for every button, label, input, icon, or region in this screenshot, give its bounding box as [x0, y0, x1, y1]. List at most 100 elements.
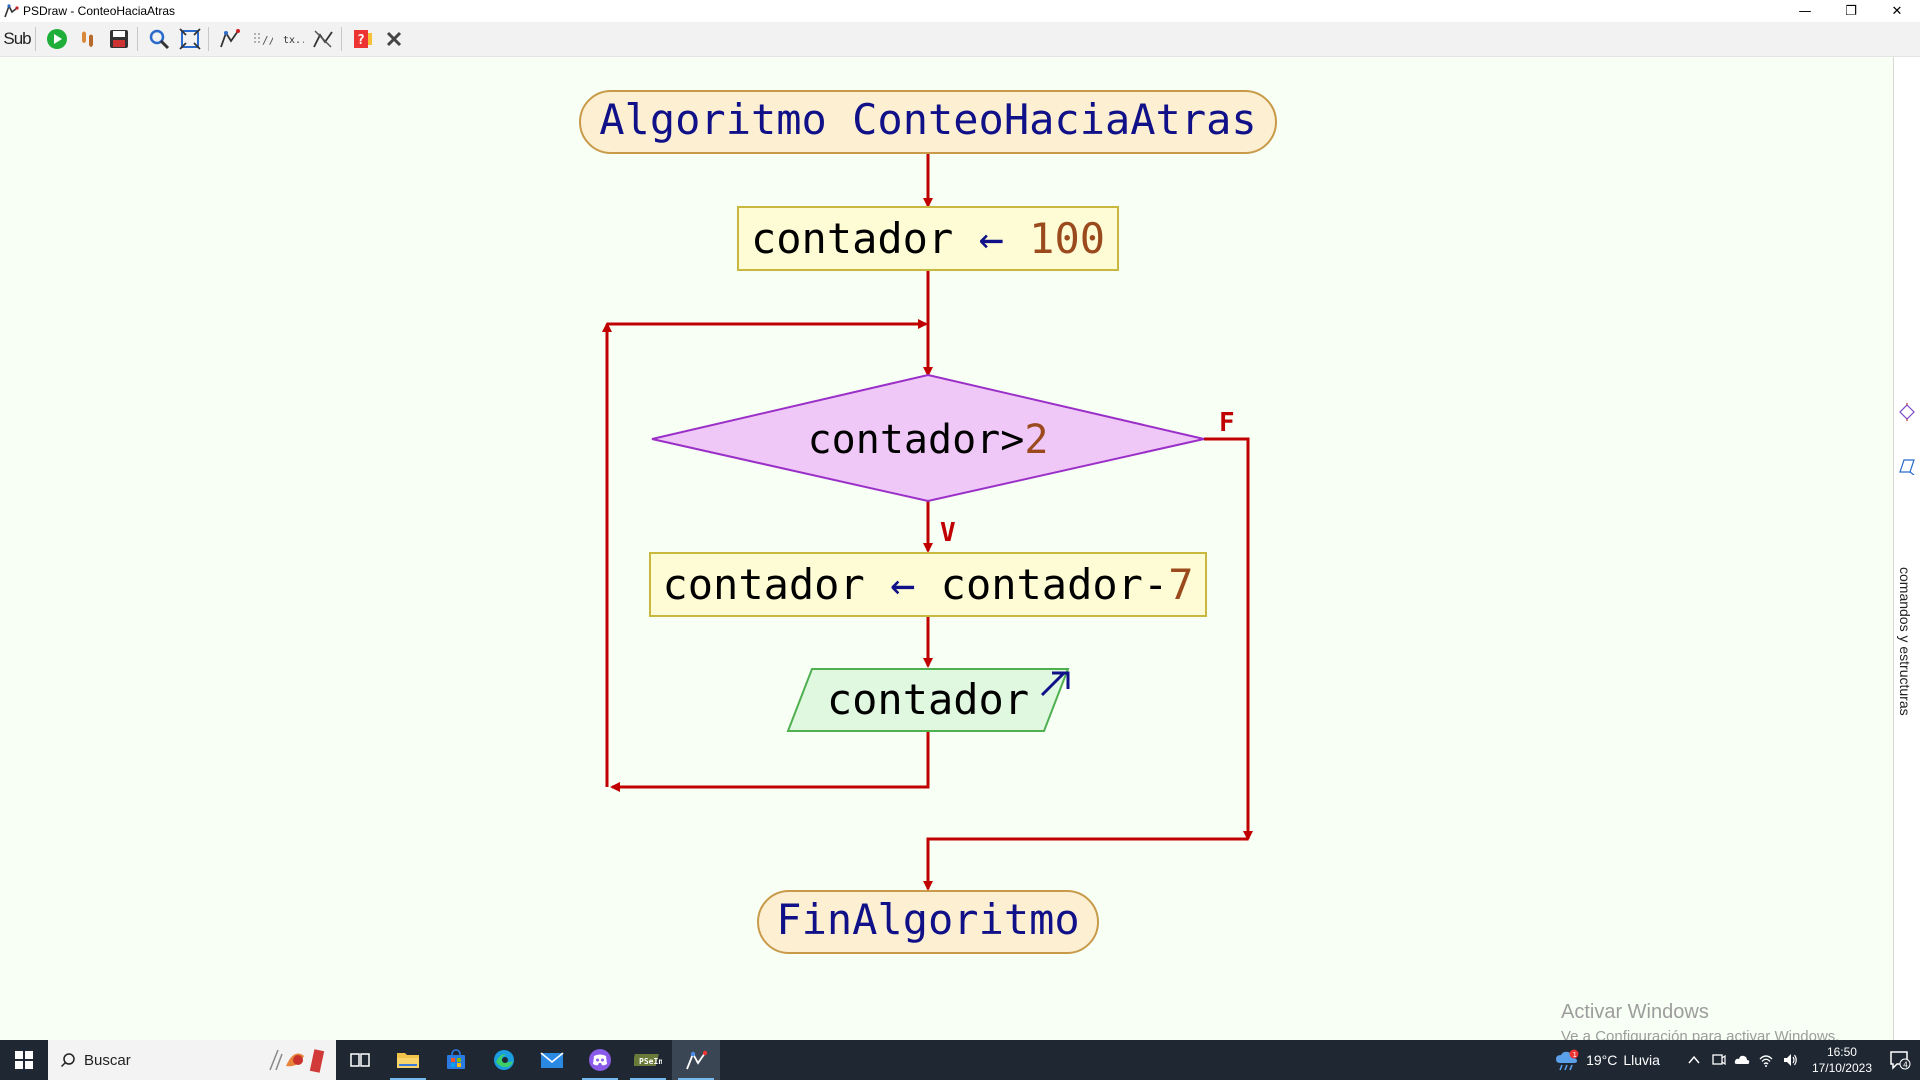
start-label: Algoritmo ConteoHaciaAtras	[599, 95, 1256, 144]
mail-button[interactable]	[528, 1040, 576, 1080]
weather-desc: Lluvia	[1623, 1052, 1660, 1068]
assign1-arrow: ←	[979, 214, 1004, 263]
search-placeholder: Buscar	[84, 1051, 131, 1069]
svg-text://: //	[262, 34, 273, 47]
taskbar: Buscar	[0, 1040, 1920, 1080]
subprocess-button[interactable]: Sub	[3, 25, 31, 53]
onedrive-cloud-icon[interactable]	[1734, 1052, 1750, 1068]
fit-icon	[179, 28, 201, 50]
loop-condition-decision[interactable]: contador>2	[651, 373, 1205, 503]
shape-style-button[interactable]	[216, 25, 244, 53]
meet-now-icon[interactable]	[1710, 1052, 1726, 1068]
decision-shape-icon	[1899, 403, 1915, 421]
step-icon	[82, 31, 93, 47]
zoom-icon	[149, 29, 170, 50]
close-window-button[interactable]: ✕	[1891, 3, 1903, 19]
discord-button[interactable]	[576, 1040, 624, 1080]
save-button[interactable]	[105, 25, 133, 53]
svg-text:contador ← 100: contador ← 100	[751, 214, 1105, 263]
title-bar: PSDraw - ConteoHaciaAtras — ❐ ✕	[0, 0, 1920, 22]
toolbar-separator	[208, 27, 209, 51]
true-branch-label: V	[940, 518, 956, 548]
end-label: FinAlgoritmo	[776, 895, 1079, 944]
help-icon: ?	[354, 30, 372, 48]
svg-text:tx...: tx...	[283, 35, 304, 46]
config-button[interactable]	[309, 25, 337, 53]
commands-panel-label: comandos y estructuras	[1897, 567, 1913, 716]
connector-false-branch	[1204, 437, 1253, 841]
window-controls: — ❐ ✕	[1782, 0, 1920, 22]
output-parallelogram[interactable]: contador	[786, 668, 1070, 732]
fit-button[interactable]	[176, 25, 204, 53]
help-button[interactable]: ?	[349, 25, 377, 53]
close-icon	[386, 31, 402, 47]
assign-initial[interactable]: contador ← 100	[737, 206, 1119, 271]
psdraw-taskbar-button[interactable]	[672, 1040, 720, 1080]
windows-logo-icon	[15, 1051, 33, 1069]
wifi-icon[interactable]	[1758, 1052, 1774, 1068]
comment-icon: //	[254, 33, 273, 47]
assign-decrement[interactable]: contador ← contador-7	[649, 552, 1207, 617]
volume-icon[interactable]	[1782, 1052, 1798, 1068]
commands-panel-tab[interactable]: comandos y estructuras	[1893, 57, 1920, 1040]
comment-button[interactable]: //	[247, 25, 275, 53]
window-title: PSDraw - ConteoHaciaAtras	[23, 4, 176, 18]
weather-widget[interactable]: 1 19°C Lluvia	[1554, 1049, 1660, 1071]
pseint-icon: PSeInt	[634, 1054, 662, 1066]
store-button[interactable]	[432, 1040, 480, 1080]
assign2-value: 7	[1168, 560, 1193, 609]
assign1-value: 100	[1029, 214, 1105, 263]
activate-windows-title: Activar Windows	[1561, 1001, 1709, 1023]
task-view-button[interactable]	[336, 1040, 384, 1080]
discord-icon	[589, 1049, 611, 1071]
taskbar-clock[interactable]: 16:50 17/10/2023	[1812, 1044, 1872, 1076]
loop-back-bottom	[610, 731, 930, 792]
edge-button[interactable]	[480, 1040, 528, 1080]
file-explorer-button[interactable]	[384, 1040, 432, 1080]
task-view-icon	[350, 1053, 370, 1067]
weather-temp: 19°C	[1586, 1052, 1618, 1068]
config-icon	[313, 30, 333, 48]
restore-button[interactable]: ❐	[1845, 3, 1857, 19]
assign2-expr: contador-	[941, 560, 1169, 609]
mail-icon	[540, 1052, 564, 1068]
end-terminal[interactable]: FinAlgoritmo	[757, 890, 1099, 954]
output-var: contador	[827, 675, 1029, 724]
assign2-var: contador	[662, 560, 864, 609]
minimize-button[interactable]: —	[1798, 3, 1812, 19]
false-branch-label: F	[1219, 408, 1235, 438]
rain-cloud-icon: 1	[1556, 1049, 1579, 1071]
search-highlight-art-icon	[269, 1049, 325, 1073]
chevron-up-icon[interactable]	[1686, 1052, 1702, 1068]
clock-date: 17/10/2023	[1811, 1061, 1872, 1075]
weather-badge: 1	[1573, 1051, 1577, 1059]
psdraw-app-icon	[4, 3, 19, 18]
text-icon: tx...	[283, 35, 304, 46]
save-icon	[110, 30, 128, 48]
output-arrow-icon	[1040, 671, 1070, 697]
flowchart: Algoritmo ConteoHaciaAtras contador ← 10…	[579, 90, 1277, 954]
connector-merge-end	[923, 837, 1248, 891]
toolbar: Sub	[0, 22, 1920, 57]
svg-text:contador ← con: contador ← contador-7	[662, 560, 1193, 609]
text-button[interactable]: tx...	[278, 25, 306, 53]
zoom-button[interactable]	[145, 25, 173, 53]
taskbar-search[interactable]: Buscar	[48, 1040, 336, 1080]
step-button[interactable]	[74, 25, 102, 53]
pseint-button[interactable]: PSeInt	[624, 1040, 672, 1080]
shape-style-icon	[220, 29, 240, 48]
search-icon	[60, 1053, 75, 1068]
flowchart-canvas[interactable]: Algoritmo ConteoHaciaAtras contador ← 10…	[0, 57, 1893, 1045]
clock-time: 16:50	[1826, 1045, 1857, 1059]
toolbar-separator	[137, 27, 138, 51]
svg-text:?: ?	[357, 33, 365, 48]
start-terminal[interactable]: Algoritmo ConteoHaciaAtras	[579, 90, 1277, 154]
close-flowchart-button[interactable]	[380, 25, 408, 53]
run-button[interactable]	[43, 25, 71, 53]
output-shape-icon	[1899, 459, 1915, 475]
edge-browser-icon	[494, 1050, 514, 1070]
notifications-button[interactable]: 4	[1880, 1040, 1920, 1080]
folder-icon	[397, 1053, 419, 1068]
start-button[interactable]	[0, 1040, 48, 1080]
run-icon	[47, 29, 67, 49]
